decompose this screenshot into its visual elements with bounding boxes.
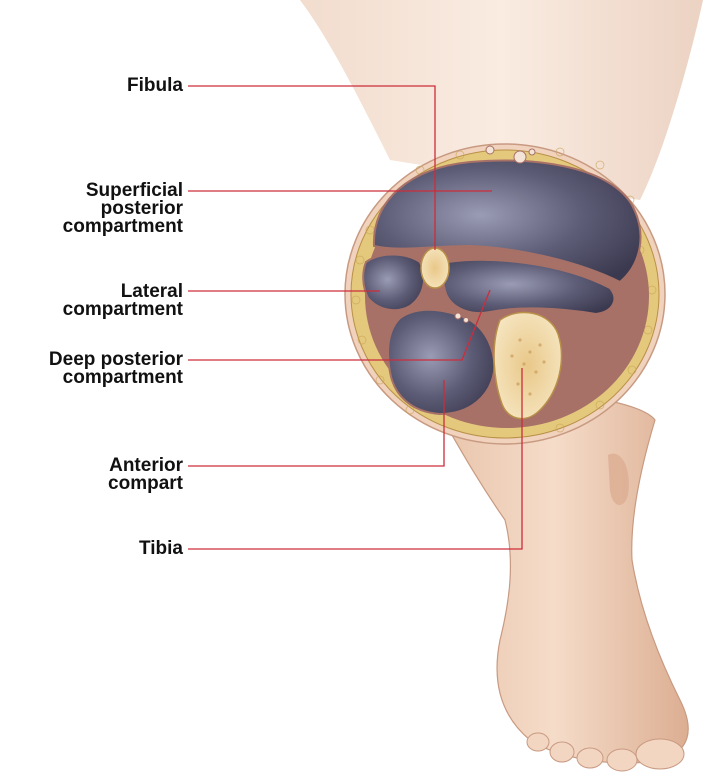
label-deep-posterior: Deep posterior compartment — [49, 351, 183, 387]
label-fibula: Fibula — [127, 77, 183, 95]
label-lateral: Lateral compartment — [63, 283, 183, 319]
lateral-compartment — [363, 255, 424, 311]
label-superficial-posterior: Superficial posterior compartment — [63, 182, 183, 236]
label-anterior: Anterior compart — [108, 457, 183, 493]
label-tibia: Tibia — [139, 540, 183, 558]
anterior-compartment — [388, 310, 494, 414]
fibula-bone — [421, 248, 449, 288]
